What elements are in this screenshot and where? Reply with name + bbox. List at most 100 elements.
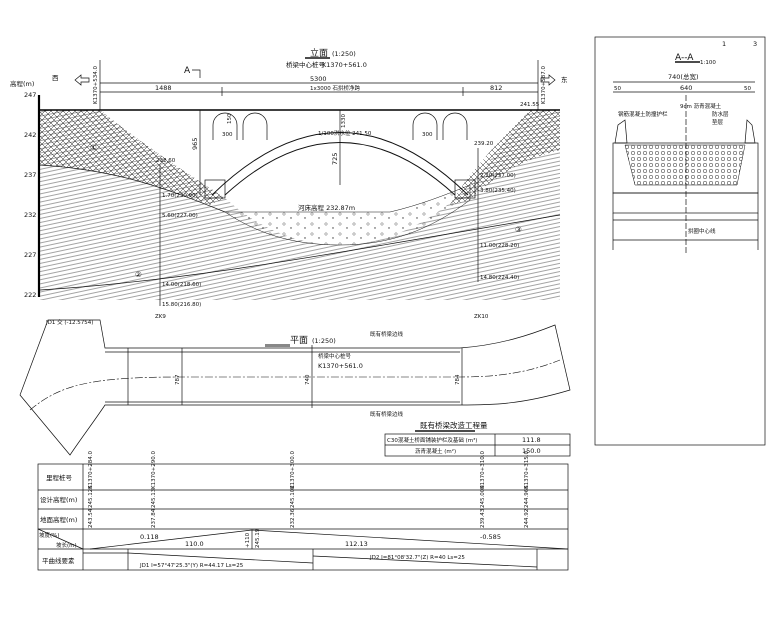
section-mark-a: A — [184, 66, 191, 76]
bottom-edge-label: 既有桥梁边线 — [370, 410, 404, 418]
quantity-item: C30混凝土桥面铺装护栏及基础 (m³) — [387, 436, 477, 444]
riverbed-elevation: 河床高程 232.87m — [298, 203, 355, 212]
note-centerline: 拱圈中心线 — [688, 227, 716, 235]
center-label: 桥梁中心桩号 — [286, 60, 326, 69]
profile-table: 里程桩号 设计高程(m) 地面高程(m) 坡度(%) 坡长(m) 平曲线要素 K… — [37, 451, 569, 571]
borehole-right: 239.20 2.20(237.00) 3.80(235.40) 11.00(2… — [474, 141, 519, 320]
plan-view: 平面 (1:250) 787 740 784 既有桥梁边线 既有桥梁边线 桥梁中… — [19, 318, 571, 456]
hole-layer: 1.70(230.90) — [162, 193, 198, 199]
plan-width: 784 — [455, 374, 461, 385]
station: K1370+300.0 — [290, 451, 296, 489]
elevation-title: 立面 — [310, 47, 328, 59]
soil-layer — [40, 110, 560, 300]
curve-note: JD1 交 (-12.5754) — [45, 318, 93, 326]
ground-elev: 232.36 — [290, 508, 296, 528]
hole-layer: 14.80(224.40) — [480, 275, 519, 281]
axis-ticks: 247 242 237 232 227 222 — [24, 91, 36, 299]
hole-layer: 3.80(235.40) — [480, 188, 516, 194]
small-arch-dim: 300 — [422, 132, 433, 138]
section-view: 1 3 A--A 1:100 740(总宽) 50 640 50 9cm 沥青混… — [594, 36, 766, 446]
layer-marker: ① — [90, 143, 97, 152]
plan-width: 787 — [175, 374, 181, 385]
small-arch-dim: 300 — [222, 132, 233, 138]
arrow-right-icon — [540, 74, 556, 86]
section-frame — [594, 36, 766, 446]
hole-id: ZK9 — [155, 314, 166, 320]
west-label: 西 — [52, 74, 59, 82]
middle-width: 640 — [680, 84, 692, 92]
section-title: A--A — [675, 53, 694, 63]
note-railing: 钢筋混凝土防撞护栏 — [618, 110, 668, 118]
tick-label: 247 — [24, 91, 36, 99]
plan-title: 平面 — [290, 335, 308, 346]
ground-elev: 237.84 — [151, 508, 157, 528]
right-margin: 50 — [744, 86, 751, 92]
left-abutment-station: K1370+534.0 — [93, 66, 99, 104]
page-total: 3 — [753, 40, 757, 48]
quantity-value: 150.0 — [522, 447, 541, 455]
water-level: 1/100洪水位 241.50 — [318, 129, 372, 137]
note-cushion: 垫层 — [712, 118, 724, 126]
row-label: 平曲线要素 — [42, 556, 75, 565]
road-centerline — [29, 359, 561, 411]
fill-core — [624, 144, 746, 186]
arch-height: 725 — [331, 153, 339, 165]
grade-value: 0.118 — [140, 533, 159, 541]
station: K1370+290.0 — [151, 451, 157, 489]
grade-value: -0.585 — [480, 533, 501, 541]
elevation-scale: (1:250) — [332, 50, 356, 58]
section-scale: 1:100 — [700, 60, 716, 66]
small-arch-height: 150 — [227, 113, 233, 124]
curve-element: JD2 I=81°08'32.7"(Z) R=40 Ls=25 — [369, 555, 465, 561]
design-elev: 245.009 — [480, 485, 486, 508]
right-abutment-station: K1370+587.0 — [541, 66, 547, 104]
quantity-value: 111.8 — [522, 436, 541, 444]
left-margin: 50 — [614, 86, 621, 92]
row-label: 里程桩号 — [46, 473, 73, 482]
elevation-view: 立面 (1:250) 桥梁中心桩号 K1370+561.0 A 高程(m) 西 … — [10, 47, 568, 320]
hole-id: ZK10 — [474, 314, 489, 320]
east-label: 东 — [561, 75, 568, 84]
tick-label: 227 — [24, 251, 36, 259]
ground-elev: 243.54 — [88, 508, 94, 528]
center-station: K1370+561.0 — [322, 61, 367, 69]
plan-width: 740 — [305, 374, 311, 385]
quantity-item: 沥青混凝土 (m²) — [415, 447, 456, 455]
total-length: 5300 — [310, 75, 327, 83]
left-dim: 1488 — [155, 84, 172, 92]
design-elev: 244.965 — [524, 485, 530, 508]
section-mark-arrow — [192, 69, 201, 78]
arrow-left-icon — [74, 74, 90, 86]
ground-elev: 244.92 — [524, 509, 530, 528]
pvi-station: +110 — [245, 532, 251, 548]
hole-top: 232.60 — [156, 158, 176, 164]
layer-marker: ② — [135, 270, 142, 279]
note-pavement: 9cm 沥青混凝土 — [680, 102, 722, 110]
hole-layer: 14.00(218.60) — [162, 282, 201, 288]
station: K1370+310.0 — [480, 451, 486, 489]
rock-boundary — [39, 214, 561, 291]
arch-rise: 1330 — [341, 114, 347, 128]
fill-layer-left — [40, 110, 225, 205]
borehole-left: 232.60 1.70(230.90) 5.60(227.00) 14.00(2… — [155, 158, 201, 320]
hole-top: 239.20 — [474, 141, 494, 147]
right-abutment — [454, 179, 476, 199]
tick-label: 237 — [24, 171, 36, 179]
plan-center-station: K1370+561.0 — [318, 362, 363, 370]
riverbed-gravel — [224, 184, 471, 246]
right-dim: 812 — [490, 84, 502, 92]
span-desc: 1x3000 石拱桥净跨 — [310, 84, 360, 92]
curve-element: JD1 I=57°47'25.3"(Y) R=44.17 Ls=25 — [139, 563, 244, 569]
station-columns: K1370+284.0 K1370+290.0 K1370+300.0 K137… — [88, 451, 530, 528]
pier-height: 965 — [191, 138, 199, 150]
tick-label: 242 — [24, 131, 36, 139]
hole-layer: 11.00(228.20) — [480, 243, 519, 249]
arch-ring — [612, 192, 759, 214]
guardrails — [614, 119, 756, 144]
row-label: 坡长(m) — [56, 541, 77, 549]
fill-layer-right — [450, 110, 560, 205]
row-label: 坡度(%) — [39, 531, 60, 539]
station: K1370+284.0 — [88, 451, 94, 489]
row-label: 地面高程(m) — [40, 515, 77, 524]
